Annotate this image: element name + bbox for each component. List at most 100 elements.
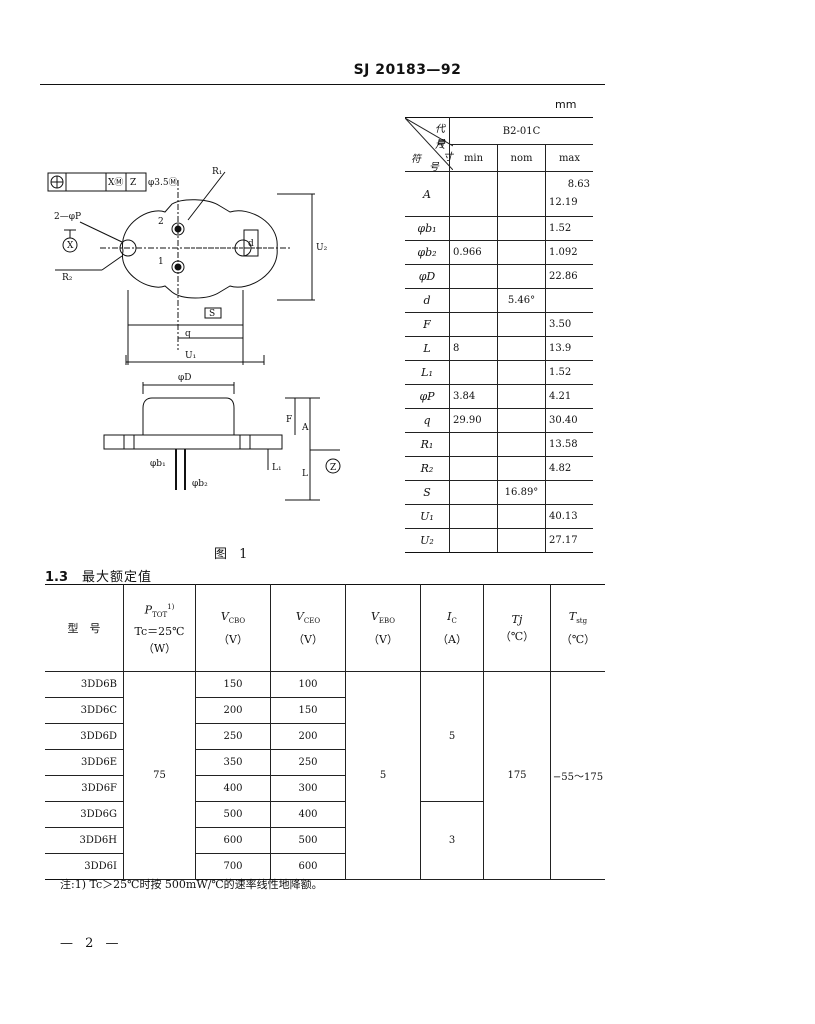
dim-max: 22.86: [545, 264, 593, 289]
label-phiD: φD: [178, 373, 192, 383]
col-max: max: [545, 144, 593, 172]
vebo-value: 5: [345, 671, 421, 880]
dim-nom: [497, 528, 546, 553]
dimension-unit: mm: [555, 98, 577, 111]
package-outline-figure: φ3.5Ⓜ XⓂ Z R₁ 2—φP X R₂ 2 1 d U₂ S q U₁ …: [47, 167, 341, 501]
hdr-model: 型 号: [45, 584, 124, 672]
label-a: A: [301, 423, 309, 433]
dim-symbol: A: [405, 171, 450, 217]
dim-max: 1.092: [545, 240, 593, 265]
dim-nom: 16.89°: [497, 480, 546, 505]
dim-nom: [497, 336, 546, 361]
figure-caption: 图 1: [214, 547, 252, 562]
model-cell: 3DD6B: [45, 671, 124, 698]
tj-value: 175: [483, 671, 551, 880]
dim-symbol: q: [405, 408, 450, 433]
dim-min: [449, 480, 498, 505]
label-u1: U₁: [185, 351, 196, 361]
tstg-value: −55～175: [550, 671, 605, 880]
model-cell: 3DD6H: [45, 827, 124, 854]
dim-symbol: R₁: [405, 432, 450, 457]
dim-symbol: φD: [405, 264, 450, 289]
label-d: d: [248, 239, 254, 249]
label-pin-1: 1: [158, 257, 164, 267]
dim-max: 13.9: [545, 336, 593, 361]
dim-min: [449, 528, 498, 553]
dim-nom: [497, 432, 546, 457]
ratings-table: 型 号 PTOT1) Tc＝25℃ （W） VCBO （V） VCEO （V） …: [45, 584, 605, 880]
dim-nom: [497, 216, 546, 241]
dim-min: [449, 360, 498, 385]
footnote: 注:1) Tc＞25℃时按 500mW/℃的速率线性地降额。: [60, 878, 323, 891]
vcbo-cell: 250: [195, 723, 271, 750]
label-2-phiP: 2—φP: [54, 212, 81, 222]
dim-min: [449, 312, 498, 337]
dim-symbol: L: [405, 336, 450, 361]
vcbo-cell: 350: [195, 749, 271, 776]
dim-nom: [497, 240, 546, 265]
hdr-ptot: PTOT1) Tc＝25℃ （W）: [123, 584, 196, 672]
dim-min: [449, 171, 498, 217]
dim-row: U₁ 40.13: [405, 504, 593, 529]
tolerance-frame: [47, 172, 147, 192]
vceo-cell: 100: [270, 671, 346, 698]
vcbo-cell: 200: [195, 697, 271, 724]
dim-min: 8: [449, 336, 498, 361]
label-q: q: [185, 329, 191, 339]
section-number: 1.3: [45, 570, 69, 585]
dim-max: 3.50: [545, 312, 593, 337]
dim-symbol: U₁: [405, 504, 450, 529]
dim-min: [449, 432, 498, 457]
dim-max: 40.13: [545, 504, 593, 529]
dim-min: 3.84: [449, 384, 498, 409]
section-title-text: 最大额定值: [82, 570, 153, 585]
label-phib2: φb₂: [192, 479, 208, 489]
model-cell: 3DD6E: [45, 749, 124, 776]
dim-max-b: 12.19: [549, 197, 578, 208]
page-number: — 2 —: [60, 936, 123, 951]
dim-nom: [497, 456, 546, 481]
dim-nom: [497, 504, 546, 529]
dim-max: 1.52: [545, 360, 593, 385]
dim-nom: 5.46°: [497, 288, 546, 313]
dim-max: 4.21: [545, 384, 593, 409]
corner-label-size-b: 寸: [443, 152, 453, 163]
dim-symbol: φb₁: [405, 216, 450, 241]
dim-row: φD 22.86: [405, 264, 593, 289]
label-s: S: [209, 309, 215, 319]
hdr-vebo: VEBO （V）: [345, 584, 421, 672]
label-r2: R₂: [62, 273, 73, 283]
dim-nom: [497, 264, 546, 289]
label-u2: U₂: [316, 243, 328, 253]
col-min: min: [449, 144, 498, 172]
tolerance-frame-datum-z: Z: [130, 178, 136, 188]
label-phib1: φb₁: [150, 459, 166, 469]
vcbo-cell: 150: [195, 671, 271, 698]
table-row: 3DD6B 75 150 100 5 5 175 −55～175: [45, 671, 605, 880]
ratings-header-row: 型 号 PTOT1) Tc＝25℃ （W） VCBO （V） VCEO （V） …: [45, 584, 605, 672]
corner-label-code: 代号: [435, 124, 445, 150]
vcbo-cell: 500: [195, 801, 271, 828]
vceo-cell: 150: [270, 697, 346, 724]
package-side-outline: [142, 397, 235, 435]
label-l: L: [302, 469, 308, 479]
dim-min: [449, 264, 498, 289]
vcbo-cell: 400: [195, 775, 271, 802]
dim-symbol: U₂: [405, 528, 450, 553]
header-rule: [40, 84, 605, 85]
dim-min: 29.90: [449, 408, 498, 433]
hdr-tj: Tj （℃）: [483, 584, 551, 672]
vcbo-cell: 700: [195, 853, 271, 880]
